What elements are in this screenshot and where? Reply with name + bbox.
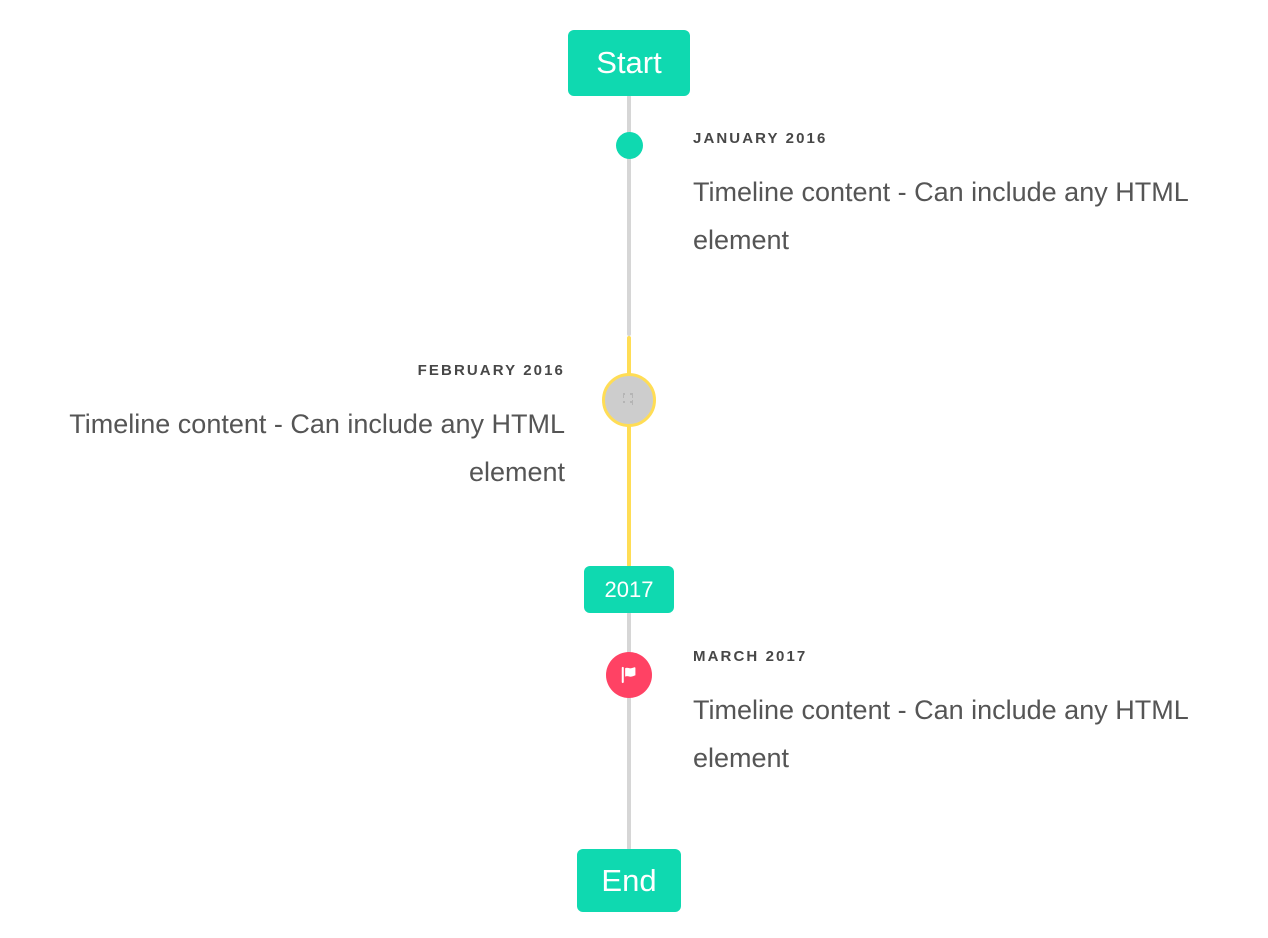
- timeline-end-badge[interactable]: End: [577, 849, 681, 912]
- timeline-entry-body: Timeline content - Can include any HTML …: [693, 177, 1188, 256]
- timeline-entry-february-2016: February 2016 Timeline content - Can inc…: [35, 362, 565, 496]
- timeline-entry-date: February 2016: [417, 362, 565, 379]
- timeline-entry-date: January 2016: [693, 130, 828, 147]
- timeline-entry-january-2016: January 2016 Timeline content - Can incl…: [693, 130, 1223, 264]
- timeline-spine-segment-bottom: [627, 612, 631, 850]
- timeline-spine-segment-top: [627, 95, 631, 336]
- broken-image-icon: [623, 393, 633, 405]
- timeline-marker-flag-march[interactable]: [606, 652, 652, 698]
- timeline-end-badge-label: End: [601, 862, 657, 898]
- timeline-start-badge[interactable]: Start: [568, 30, 690, 96]
- timeline-marker-dot-january[interactable]: [616, 132, 643, 159]
- timeline-entry-body: Timeline content - Can include any HTML …: [69, 409, 565, 488]
- timeline-marker-image-february[interactable]: [602, 373, 656, 427]
- timeline-entry-body: Timeline content - Can include any HTML …: [693, 695, 1188, 774]
- timeline-entry-date: March 2017: [693, 648, 808, 665]
- timeline-spine-segment-highlighted: [627, 336, 631, 567]
- timeline-year-badge-label: 2017: [604, 576, 654, 602]
- timeline-entry-march-2017: March 2017 Timeline content - Can includ…: [693, 648, 1223, 782]
- flag-icon: [621, 666, 636, 684]
- timeline-start-badge-label: Start: [596, 45, 662, 80]
- timeline-year-badge-2017[interactable]: 2017: [584, 566, 674, 613]
